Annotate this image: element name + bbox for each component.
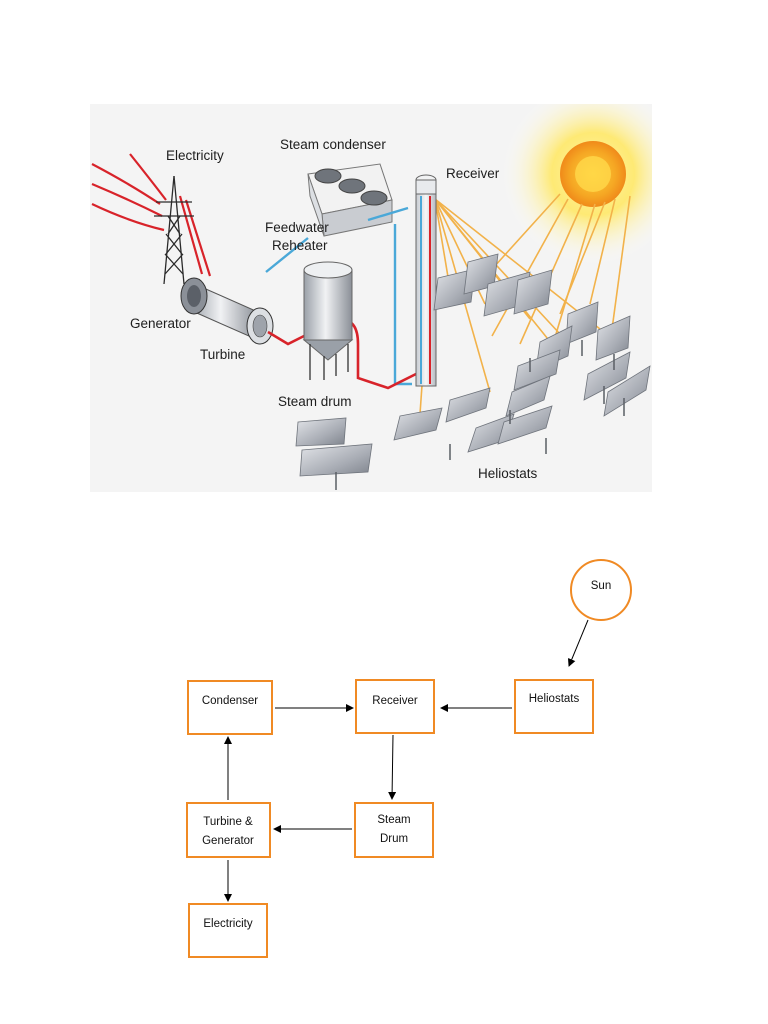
node-condenser: Condenser <box>187 680 273 735</box>
node-steam-drum: Steam Drum <box>354 802 434 858</box>
label-steam-condenser: Steam condenser <box>280 137 386 152</box>
sun-rays <box>464 193 631 355</box>
arrow-receiver-to-steam-drum <box>388 734 397 800</box>
node-steam-label-2: Drum <box>380 833 408 845</box>
node-sun-label: Sun <box>591 580 611 592</box>
node-receiver: Receiver <box>355 679 435 734</box>
flowchart: Sun Condenser Receiver Heliostats Turbin… <box>0 540 768 980</box>
receiver-tower <box>415 174 437 387</box>
label-steam-drum: Steam drum <box>278 394 352 409</box>
node-heliostats-label: Heliostats <box>529 693 580 705</box>
label-heliostats: Heliostats <box>478 466 538 481</box>
label-reheater: Reheater <box>272 238 328 253</box>
solar-tower-illustration: Electricity Steam condenser Receiver Fee… <box>90 104 652 492</box>
steam-drum <box>302 261 354 380</box>
node-electricity-label: Electricity <box>203 918 252 930</box>
pylon-icon <box>154 175 194 285</box>
label-generator: Generator <box>130 316 191 331</box>
label-electricity: Electricity <box>166 148 224 163</box>
node-electricity: Electricity <box>188 903 268 958</box>
node-turbine-label-1: Turbine & <box>203 816 253 828</box>
node-turbine-generator: Turbine & Generator <box>186 802 271 858</box>
node-turbine-label-2: Generator <box>202 835 254 847</box>
arrow-sun-to-heliostats <box>567 619 589 667</box>
label-receiver: Receiver <box>446 166 500 181</box>
node-receiver-label: Receiver <box>372 695 418 707</box>
power-lines <box>91 153 212 277</box>
heliostat-field <box>295 253 651 477</box>
steam-condenser <box>307 163 393 237</box>
sun-icon <box>501 104 652 266</box>
node-steam-label-1: Steam <box>377 814 410 826</box>
node-condenser-label: Condenser <box>202 695 258 707</box>
node-sun: Sun <box>570 559 632 621</box>
node-heliostats: Heliostats <box>514 679 594 734</box>
label-feedwater: Feedwater <box>265 220 329 235</box>
generator-turbine <box>180 277 274 345</box>
label-turbine: Turbine <box>200 347 245 362</box>
heliostat-posts <box>335 340 625 490</box>
